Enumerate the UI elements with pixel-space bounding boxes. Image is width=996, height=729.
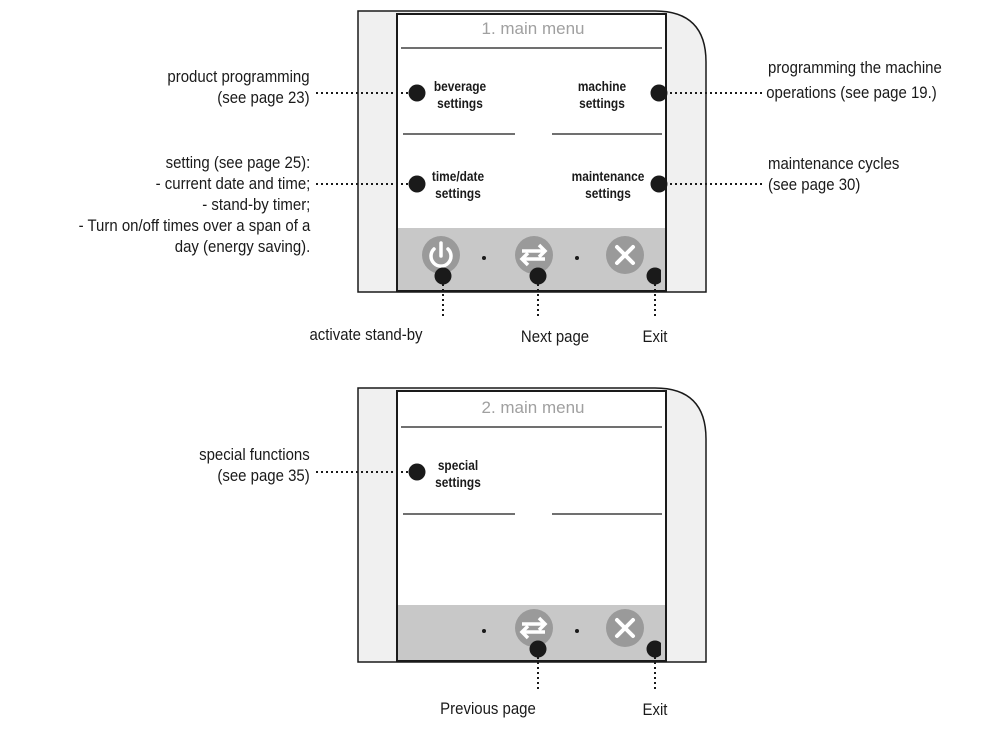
close-icon[interactable] xyxy=(601,230,661,286)
callout-standby: activate stand-by xyxy=(309,325,423,344)
close-icon[interactable] xyxy=(601,603,661,659)
callout-line: - stand-by timer; xyxy=(201,195,310,214)
callout-line: operations (see page 19.) xyxy=(766,83,937,102)
callout-line: setting (see page 25): xyxy=(165,153,310,172)
button-label-line: time/date xyxy=(431,168,485,184)
callout-line: (see page 23) xyxy=(217,88,310,107)
button-label-line: machine xyxy=(577,78,627,94)
callout-line: day (energy saving). xyxy=(174,237,310,256)
callout-line: product programming xyxy=(167,67,310,86)
callout-previous-page: Previous page xyxy=(440,699,536,718)
callout-line: (see page 35) xyxy=(217,466,310,485)
callout-special-functions: special functions (see page 35) xyxy=(199,444,310,486)
button-label-line: settings xyxy=(435,185,481,201)
callout-next-page: Next page xyxy=(520,327,590,346)
callout-line: - Turn on/off times over a span of a xyxy=(78,216,310,235)
callout-line: - current date and time; xyxy=(155,174,310,193)
swap-arrows-icon[interactable] xyxy=(508,230,564,286)
callout-machine-operations: programming the machine operations (see … xyxy=(766,57,942,103)
special-settings-button[interactable]: special settings xyxy=(424,457,492,491)
beverage-settings-button[interactable]: beverage settings xyxy=(426,78,494,112)
time-date-settings-button[interactable]: time/date settings xyxy=(424,168,492,202)
callout-line: maintenance cycles xyxy=(768,154,900,173)
machine-settings-button[interactable]: machine settings xyxy=(566,78,637,112)
callout-maintenance-cycles: maintenance cycles (see page 30) xyxy=(768,153,899,195)
callout-line: special functions xyxy=(199,445,310,464)
panel-1-callout-dots xyxy=(408,84,668,193)
maintenance-settings-button[interactable]: maintenance settings xyxy=(567,168,649,202)
callout-line: programming the machine xyxy=(768,58,942,77)
power-icon[interactable] xyxy=(416,230,472,286)
menu-title-2: 2. main menu xyxy=(481,398,585,417)
callout-setting: setting (see page 25): - current date an… xyxy=(78,152,310,257)
callout-exit: Exit xyxy=(642,327,668,346)
button-label-line: beverage xyxy=(433,78,487,94)
button-label-line: maintenance xyxy=(571,168,645,184)
main-menu-panel-1: 1. main menu beverage settings machine s… xyxy=(0,0,996,360)
button-label-line: settings xyxy=(579,95,625,111)
callout-line: (see page 30) xyxy=(768,175,861,194)
callout-product-programming: product programming (see page 23) xyxy=(168,66,310,108)
swap-arrows-icon[interactable] xyxy=(508,603,564,659)
button-label-line: settings xyxy=(437,95,483,111)
button-label-line: special xyxy=(437,457,479,473)
button-label-line: settings xyxy=(435,474,481,490)
menu-title-1: 1. main menu xyxy=(481,19,585,38)
callout-exit: Exit xyxy=(642,700,668,719)
button-label-line: settings xyxy=(585,185,631,201)
